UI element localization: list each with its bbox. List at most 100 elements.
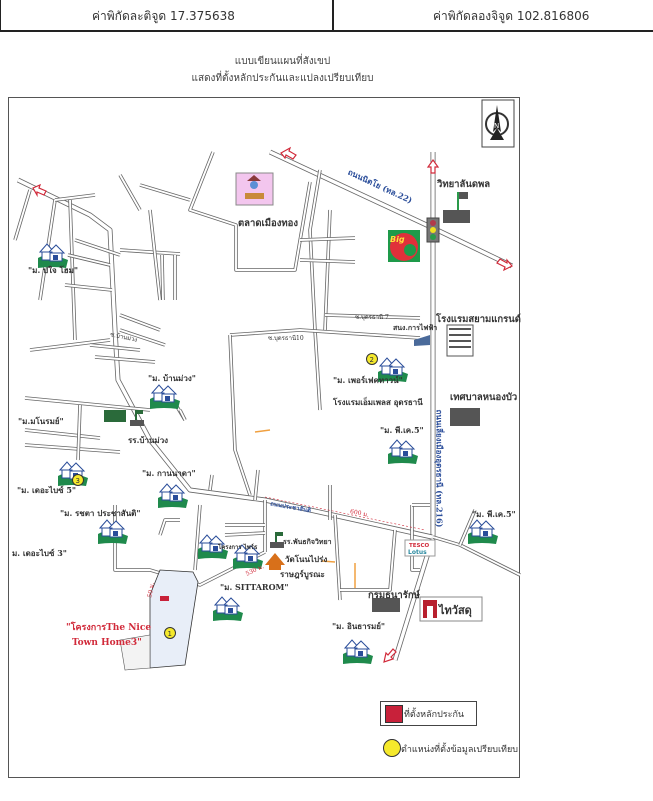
road (94, 356, 156, 363)
label-school-phanthakit: รร.พันธกิจวิทยา (283, 537, 332, 546)
college-icon (443, 192, 470, 223)
comparable-circle-icon (383, 739, 401, 757)
compass-icon: N (481, 99, 515, 148)
label-village-manorom: "ม.มโนรมย์" (18, 416, 64, 426)
legend-collateral-label: ที่ตั้งหลักประกัน (404, 710, 465, 720)
label-hotel-siam: โรงแรมสยามแกรนด์ (436, 314, 521, 325)
road (74, 239, 121, 256)
comparable-marker-1: 1 (164, 627, 176, 639)
direction-arrows (32, 146, 513, 663)
svg-text:Lotus: Lotus (408, 549, 427, 556)
label-village-banmuang: "ม. บ้านม่วง" (148, 373, 196, 383)
label-highway-216: ถนนเลี่ยงเมืองอุดรธานี (ทล.216) (434, 409, 445, 528)
distance-line (264, 496, 426, 531)
road (194, 504, 201, 571)
village-house-icon (343, 639, 373, 664)
village-house-icon (378, 357, 408, 382)
road (324, 314, 421, 319)
village-house-icon (388, 439, 418, 464)
arrow-icon (426, 158, 440, 174)
comparable-marker-3: 3 (72, 474, 84, 486)
label-treasury: กรมธนารักษ์ (368, 590, 420, 601)
road (299, 237, 356, 241)
treasury-icon (372, 598, 400, 612)
label-temple: ราษฎร์บูรณะ (280, 569, 325, 579)
road (229, 334, 251, 496)
latitude-text: ค่าพิกัดละติจูด 17.375638 (92, 9, 235, 23)
school-icon (270, 532, 284, 548)
road (64, 284, 113, 291)
village-house-icon (98, 519, 128, 544)
label-market: ตลาดเมืองทอง (238, 218, 298, 229)
label-municipality: เทศบาลหนองบัว (450, 392, 518, 403)
label-project-pri: โครงการ ไพร์ธ (218, 544, 258, 551)
road (54, 194, 96, 201)
label-village-pk5: "ม. พี.เค.5" (380, 425, 424, 435)
collateral-marker (160, 596, 169, 601)
road (299, 259, 356, 263)
village-house-icon (150, 384, 180, 409)
field-icon (104, 410, 126, 422)
svg-text:1: 1 (168, 630, 172, 638)
label-village-rachata: "ม. รชตา ประชาสันติ" (60, 508, 141, 518)
legend-comparable-label: ตำแหน่งที่ตั้งข้อมูลเปรียบเทียบ (401, 745, 518, 755)
road (67, 254, 111, 266)
road (309, 169, 321, 411)
svg-text:ไทวัสดุ: ไทวัสดุ (437, 603, 472, 618)
road (17, 178, 433, 539)
road (224, 532, 266, 536)
label-hotel-mplace: โรงแรมเอ็มเพลส อุดรธานี (333, 397, 423, 407)
road (189, 151, 311, 271)
road (229, 329, 421, 339)
label-village-sittarom: "ม. SITTAROM" (220, 582, 289, 592)
big-c-logo: Big (388, 230, 420, 262)
comparable-marker-2: 2 (366, 353, 378, 365)
label-village-pjai: "ม. ปใจ โฮม" (28, 265, 79, 275)
road (114, 505, 266, 586)
label-village-thebliss3: ม. เดอะไบซ์ 3" (12, 548, 67, 558)
arrow-icon (280, 146, 297, 160)
svg-text:Big: Big (390, 235, 405, 244)
road (459, 509, 476, 546)
label-college: วิทยาลันดพล (437, 179, 491, 190)
road (411, 556, 420, 571)
collateral-square-icon (385, 705, 403, 723)
road (119, 174, 141, 211)
road (340, 529, 396, 591)
road (119, 329, 166, 346)
thaiwatsadu-logo: ไทวัสดุ (419, 596, 483, 622)
road (340, 529, 397, 592)
label-village-intharom: "ม. อินธารมย์" (332, 621, 386, 631)
label-village-pk5: "ม. พี.เค.5" (472, 509, 516, 519)
school-icon (130, 410, 144, 426)
road (179, 409, 186, 421)
arrow-icon (32, 183, 47, 198)
label-school-banmuang: รร.บ้านม่วง (128, 435, 169, 445)
road (149, 209, 161, 301)
temple-icon (265, 553, 285, 570)
label-subject-project: "โครงการThe Nice (66, 623, 152, 633)
map-subtitle: แสดงที่ตั้งหลักประกันและแปลงเปรียบเทียบ (191, 73, 374, 84)
map-frame (8, 97, 520, 778)
road (89, 344, 141, 351)
label-soi-10: ซ.บุดรธานี10 (268, 335, 304, 342)
road (119, 314, 161, 331)
road (188, 151, 312, 272)
divider (332, 0, 334, 30)
label-electric-office: สนง.การไฟฟ้า (393, 323, 438, 332)
road (161, 254, 164, 301)
road (254, 469, 259, 501)
label-village-kannada: "ม. กานนาดา" (142, 468, 196, 478)
road (24, 429, 101, 439)
svg-text:N: N (494, 122, 499, 130)
road (24, 397, 151, 411)
village-house-icon (468, 519, 498, 544)
longitude-text: ค่าพิกัดลองจิจูด 102.816806 (433, 9, 590, 23)
coordinates-header: ค่าพิกัดละติจูด 17.375638 ค่าพิกัดลองจิจ… (0, 0, 653, 32)
village-house-icon (158, 483, 188, 508)
village-house-icon (198, 534, 228, 559)
label-subject-project: Town Home3" (72, 638, 142, 648)
collateral-project-plot (119, 569, 199, 671)
